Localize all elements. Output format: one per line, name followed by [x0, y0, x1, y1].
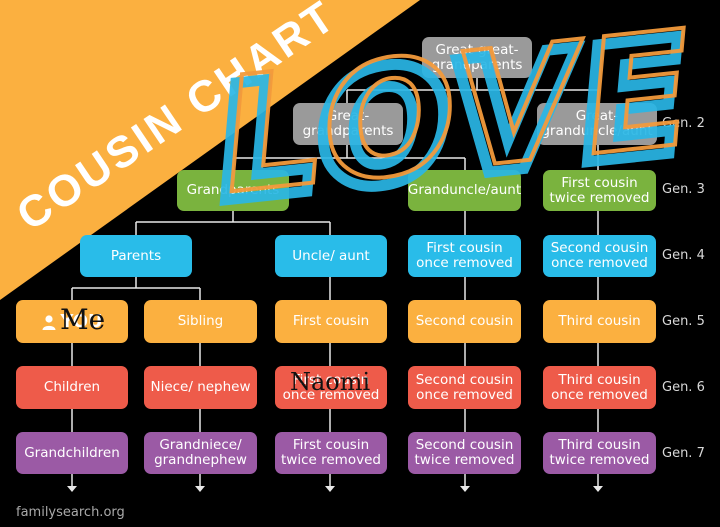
- box-first-cousin-once-removed: First cousin once removed: [408, 235, 521, 277]
- handwritten-naomi: Naomi: [290, 368, 371, 396]
- box-second-cousin-once-removed-top: Second cousin once removed: [543, 235, 656, 277]
- gen-label-6: Gen. 6: [662, 380, 705, 395]
- box-uncle-aunt: Uncle/ aunt: [275, 235, 387, 277]
- box-grandparents: Grandparents: [177, 170, 289, 211]
- person-icon: [42, 314, 56, 330]
- box-first-cousin-once-removed-low: First cousin once removed: [275, 366, 387, 409]
- gen-label-3: Gen. 3: [662, 182, 705, 197]
- box-third-cousin: Third cousin: [543, 300, 656, 343]
- gen-label-5: Gen. 5: [662, 314, 705, 329]
- box-second-cousin-once-removed: Second cousin once removed: [408, 366, 521, 409]
- handwritten-me: Me: [60, 303, 106, 336]
- box-children: Children: [16, 366, 128, 409]
- box-second-cousin-twice-removed: Second cousin twice removed: [408, 432, 521, 474]
- box-grandchildren: Grandchildren: [16, 432, 128, 474]
- box-great-grandparents: Great-grandparents: [293, 103, 403, 145]
- box-you: YOU: [16, 300, 128, 343]
- box-parents: Parents: [80, 235, 192, 277]
- footer-source: familysearch.org: [16, 505, 125, 520]
- box-third-cousin-twice-removed: Third cousin twice removed: [543, 432, 656, 474]
- box-second-cousin: Second cousin: [408, 300, 521, 343]
- box-first-cousin: First cousin: [275, 300, 387, 343]
- box-grandniece-grandnephew: Grandniece/ grandnephew: [144, 432, 257, 474]
- box-third-cousin-once-removed: Third cousin once removed: [543, 366, 656, 409]
- box-great-granduncle-aunt: Great-granduncle/aunt: [537, 103, 657, 145]
- box-niece-nephew: Niece/ nephew: [144, 366, 257, 409]
- box-first-cousin-twice-removed-top: First cousin twice removed: [543, 170, 656, 211]
- gen-label-7: Gen. 7: [662, 446, 705, 461]
- gen-label-2: Gen. 2: [662, 116, 705, 131]
- box-sibling: Sibling: [144, 300, 257, 343]
- box-first-cousin-twice-removed: First cousin twice removed: [275, 432, 387, 474]
- box-great-great-grandparents: Great-great-grandparents: [422, 37, 532, 78]
- box-granduncle-aunt: Granduncle/aunt: [408, 170, 521, 211]
- gen-label-4: Gen. 4: [662, 248, 705, 263]
